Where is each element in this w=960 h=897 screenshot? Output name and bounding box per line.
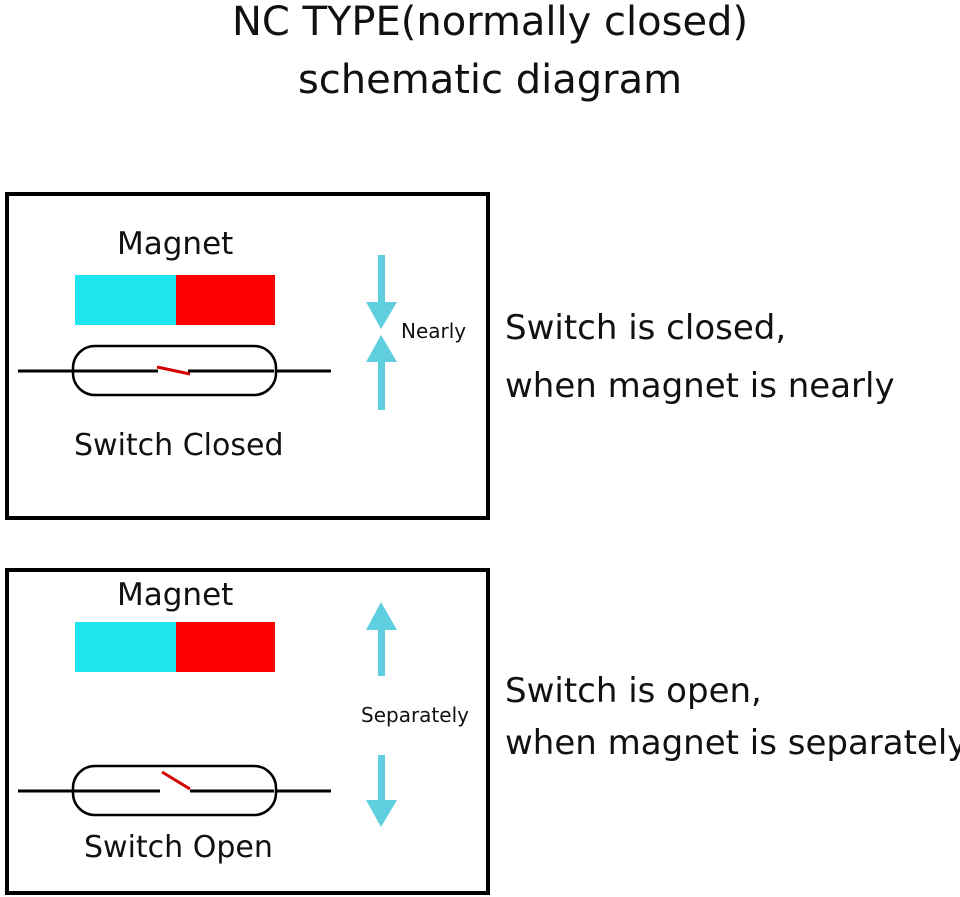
contact-open [161,770,191,791]
magnet-north-pole [75,275,176,325]
switch-state-label: Switch Open [84,830,273,865]
motion-label: Separately [361,703,469,727]
open-state-panel [5,568,490,895]
motion-label: Nearly [401,319,467,343]
contact-closed [156,365,191,376]
closed-description-line2: when magnet is nearly [505,366,895,406]
glass-capsule [71,764,278,817]
closed-state-panel [5,192,490,520]
magnet-south-pole [176,622,275,672]
arrow-down-icon [366,755,397,827]
magnet-north-pole [75,622,176,672]
arrow-down-icon [366,255,397,329]
switch-state-label: Switch Closed [74,428,284,463]
magnet-label: Magnet [117,577,234,613]
arrow-up-icon [366,335,397,410]
open-description-line1: Switch is open, [505,671,762,711]
closed-description-line1: Switch is closed, [505,308,787,348]
magnet-label: Magnet [117,226,234,262]
magnet-south-pole [176,275,275,325]
open-description-line2: when magnet is separately [505,723,960,763]
diagram-title-line1: NC TYPE(normally closed) [231,0,749,45]
diagram-title-line2: schematic diagram [297,57,683,103]
arrow-up-icon [366,602,397,676]
glass-capsule [71,344,278,397]
